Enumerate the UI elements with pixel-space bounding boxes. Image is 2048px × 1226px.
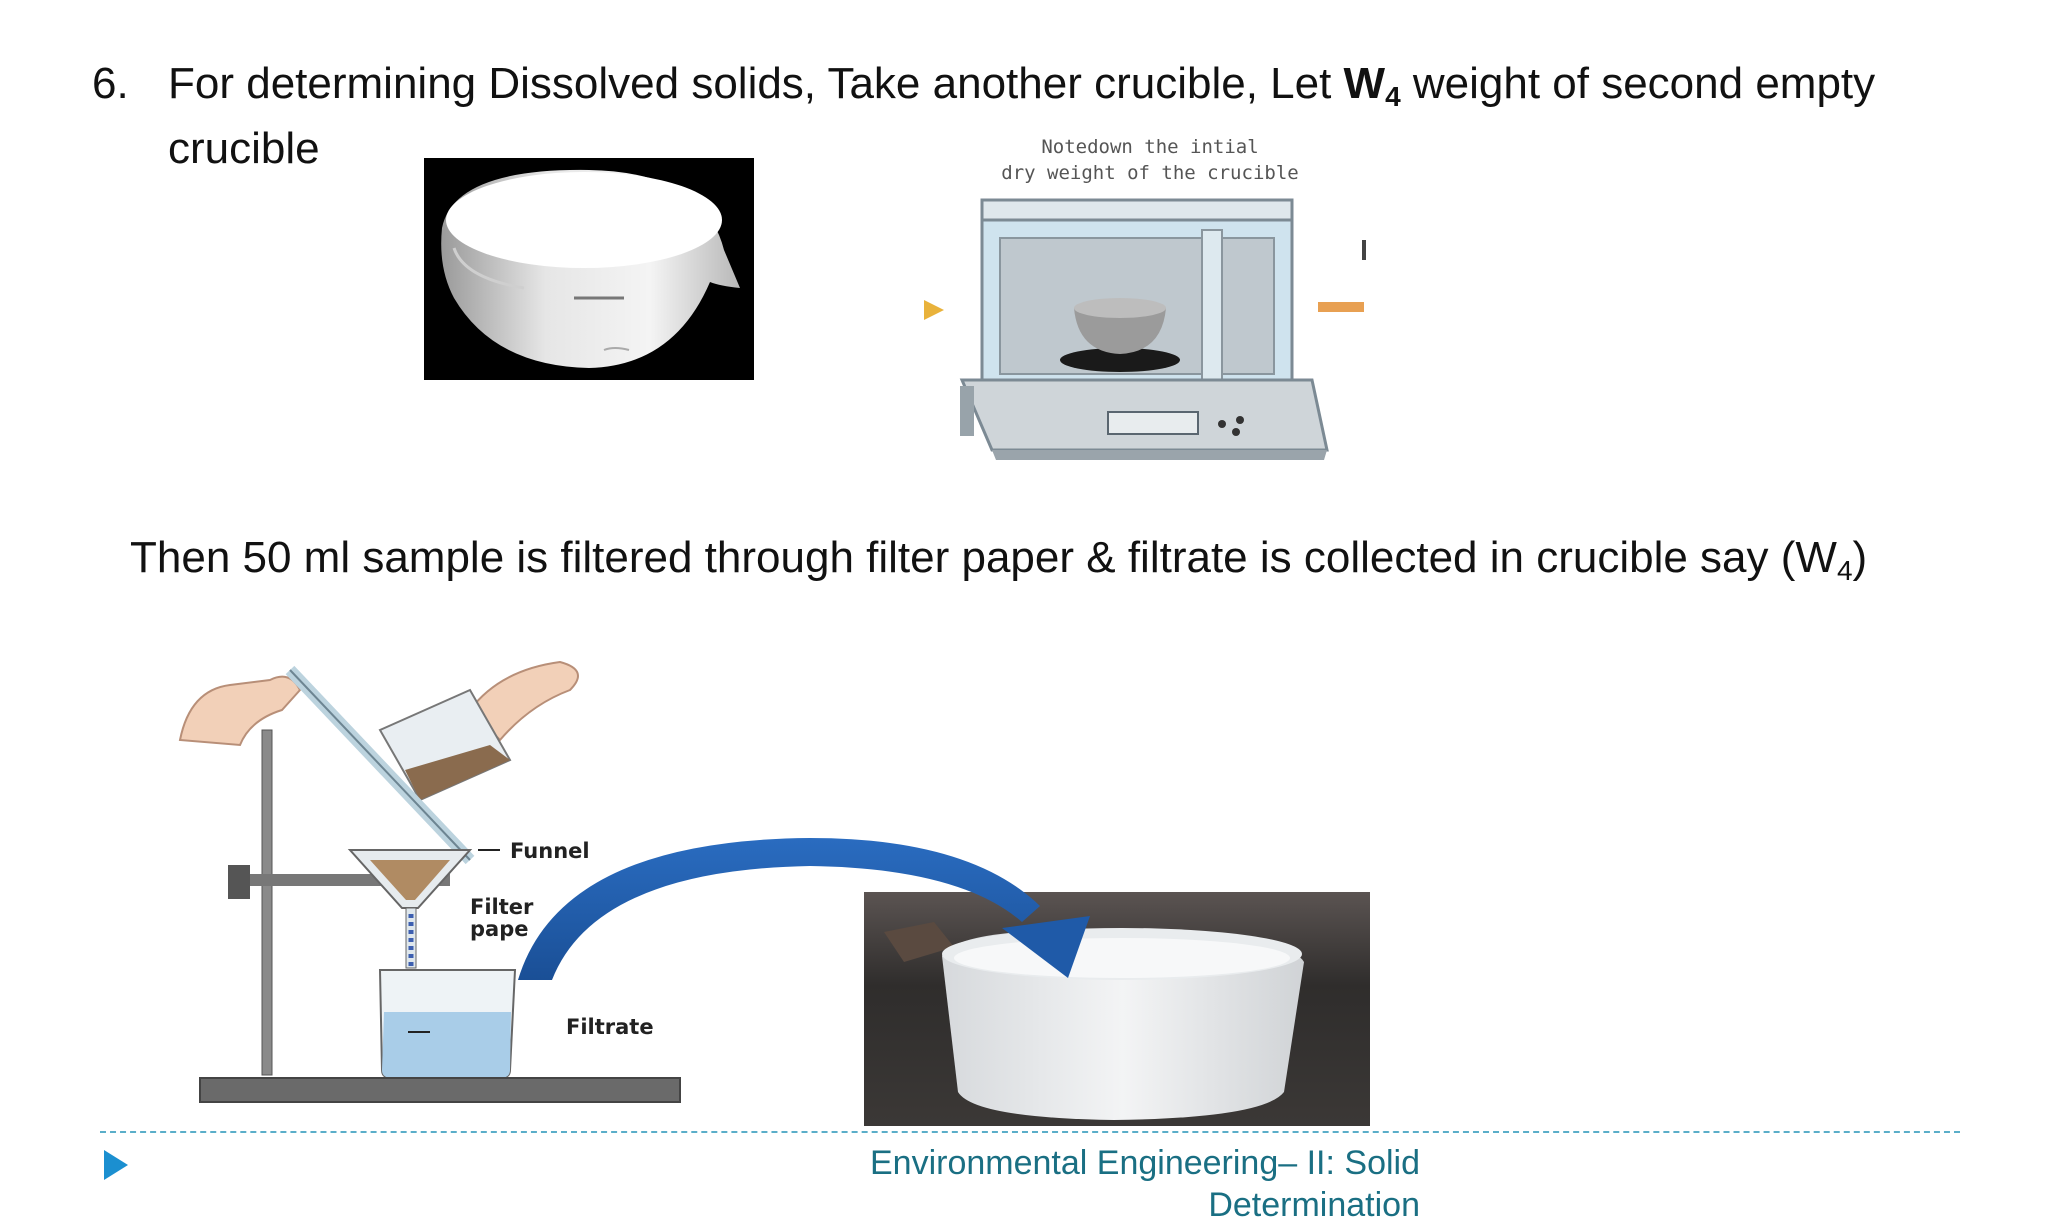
filter-paper-label-line1: Filter [470,895,534,919]
balance-caption: Notedown the intial dry weight of the cr… [930,134,1370,186]
step-number: 6. [92,59,129,108]
filtration-subscript: 4 [1836,555,1853,586]
filter-paper-label-line2: pape [470,917,529,941]
balance-caption-line2: dry weight of the crucible [1001,162,1299,184]
filtration-text-before: Then 50 ml sample is filtered through fi… [130,533,1837,582]
footer-divider [100,1131,1960,1133]
footer-line1: Environmental Engineering– II: Solid [870,1144,1420,1182]
footer-title: Environmental Engineering– II: Solid Det… [790,1142,1420,1226]
step-text-before: For determining Dissolved solids, Take a… [168,59,1344,108]
crucible-photo [864,892,1370,1126]
balance-caption-line1: Notedown the intial [1041,136,1259,158]
filtration-apparatus-image [170,650,730,1120]
step-text-after: weight of second empty crucible [168,59,1876,173]
filtrate-label: Filtrate [566,1015,654,1039]
transfer-arrow [518,838,1090,980]
funnel-label: Funnel [510,839,590,863]
filtration-text: Then 50 ml sample is filtered through fi… [130,532,1867,597]
footer-line2: Determination [1208,1186,1420,1224]
crucible-image [424,158,754,380]
balance-image [922,190,1368,490]
weight-symbol: W4 [1343,59,1401,112]
weight-subscript: 4 [1385,81,1401,112]
filtration-text-after: ) [1852,533,1868,582]
step-text: For determining Dissolved solids, Take a… [168,58,2028,175]
footer-play-icon [104,1150,128,1180]
